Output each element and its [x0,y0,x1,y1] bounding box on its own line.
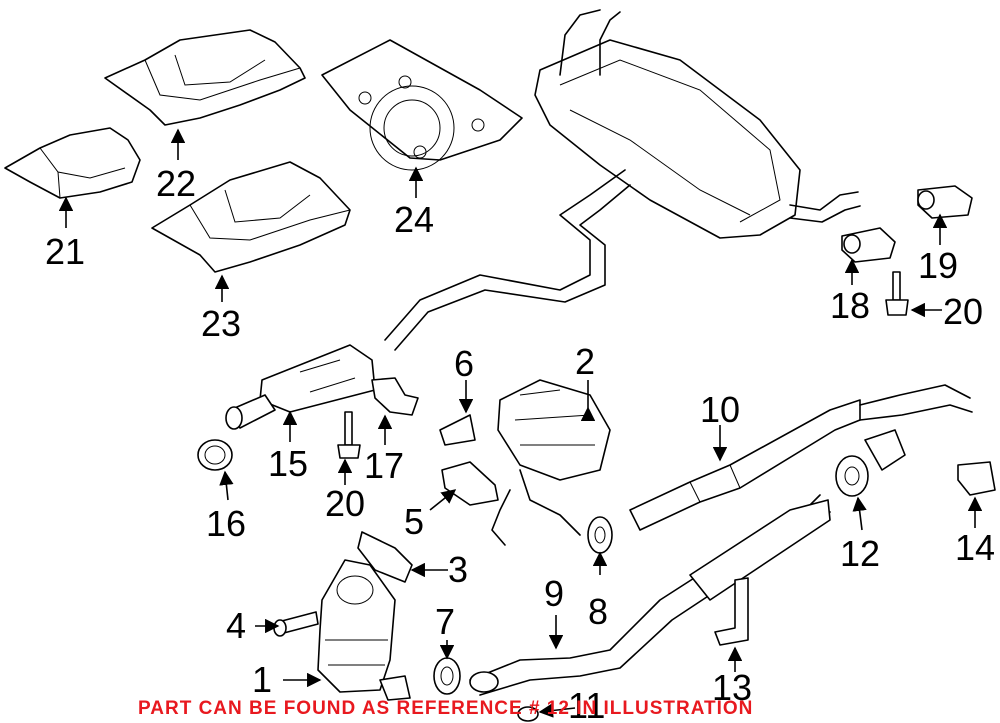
isolator-19 [917,185,973,219]
callout-2: 2 [575,341,595,382]
callout-20-left: 20 [325,483,365,524]
heat-shield-22 [104,29,306,126]
callout-11: 11 [568,685,605,723]
callout-23: 23 [201,303,241,344]
callout-3: 3 [448,549,468,590]
bracket-13 [714,577,749,646]
callout-1: 1 [252,659,272,700]
reference-notice: PART CAN BE FOUND AS REFERENCE # 12 IN I… [138,698,753,719]
gasket-7 [433,657,461,695]
callout-15: 15 [268,443,308,484]
hanger-14 [957,461,996,496]
callout-10: 10 [700,389,740,430]
catalytic-converter-2 [439,379,611,546]
heat-shield-24 [321,39,523,171]
callout-13: 13 [712,667,752,708]
gasket-3 [357,531,413,583]
gasket-12 [835,455,869,497]
callout-22: 22 [156,163,196,204]
callout-4: 4 [226,605,246,646]
gasket-5 [441,461,499,506]
pre-catalyst-1 [317,559,411,701]
callout-18: 18 [830,285,870,326]
bolt-20-right [885,271,909,316]
callout-19: 19 [918,245,958,286]
bolt-4 [273,611,319,637]
front-pipe-10 [629,384,973,531]
callout-14: 14 [955,527,995,568]
clamp-16 [197,439,233,471]
callout-16: 16 [206,503,246,544]
isolator-18 [841,227,896,263]
bolt-20-left [337,411,361,459]
callout-6: 6 [454,343,474,384]
callout-21: 21 [45,231,85,272]
heat-shield-23 [151,161,351,273]
heat-shield-21 [4,127,141,199]
intermediate-pipe [225,169,631,430]
callout-5: 5 [404,501,424,542]
callout-24: 24 [394,199,434,240]
callout-12: 12 [840,533,880,574]
front-pipe-9 [469,494,831,696]
callout-20-right: 20 [943,291,983,332]
nut-11 [517,706,539,722]
callout-7: 7 [435,601,455,642]
bracket-17 [371,377,419,416]
callout-9: 9 [544,573,564,614]
callout-17: 17 [364,445,404,486]
rear-muffler [534,9,861,239]
callout-labels: 1 2 3 4 5 6 7 8 9 10 11 12 13 14 15 16 1… [45,163,995,723]
leader-lines [58,128,983,718]
gasket-8 [587,516,613,554]
callout-8: 8 [588,591,608,632]
